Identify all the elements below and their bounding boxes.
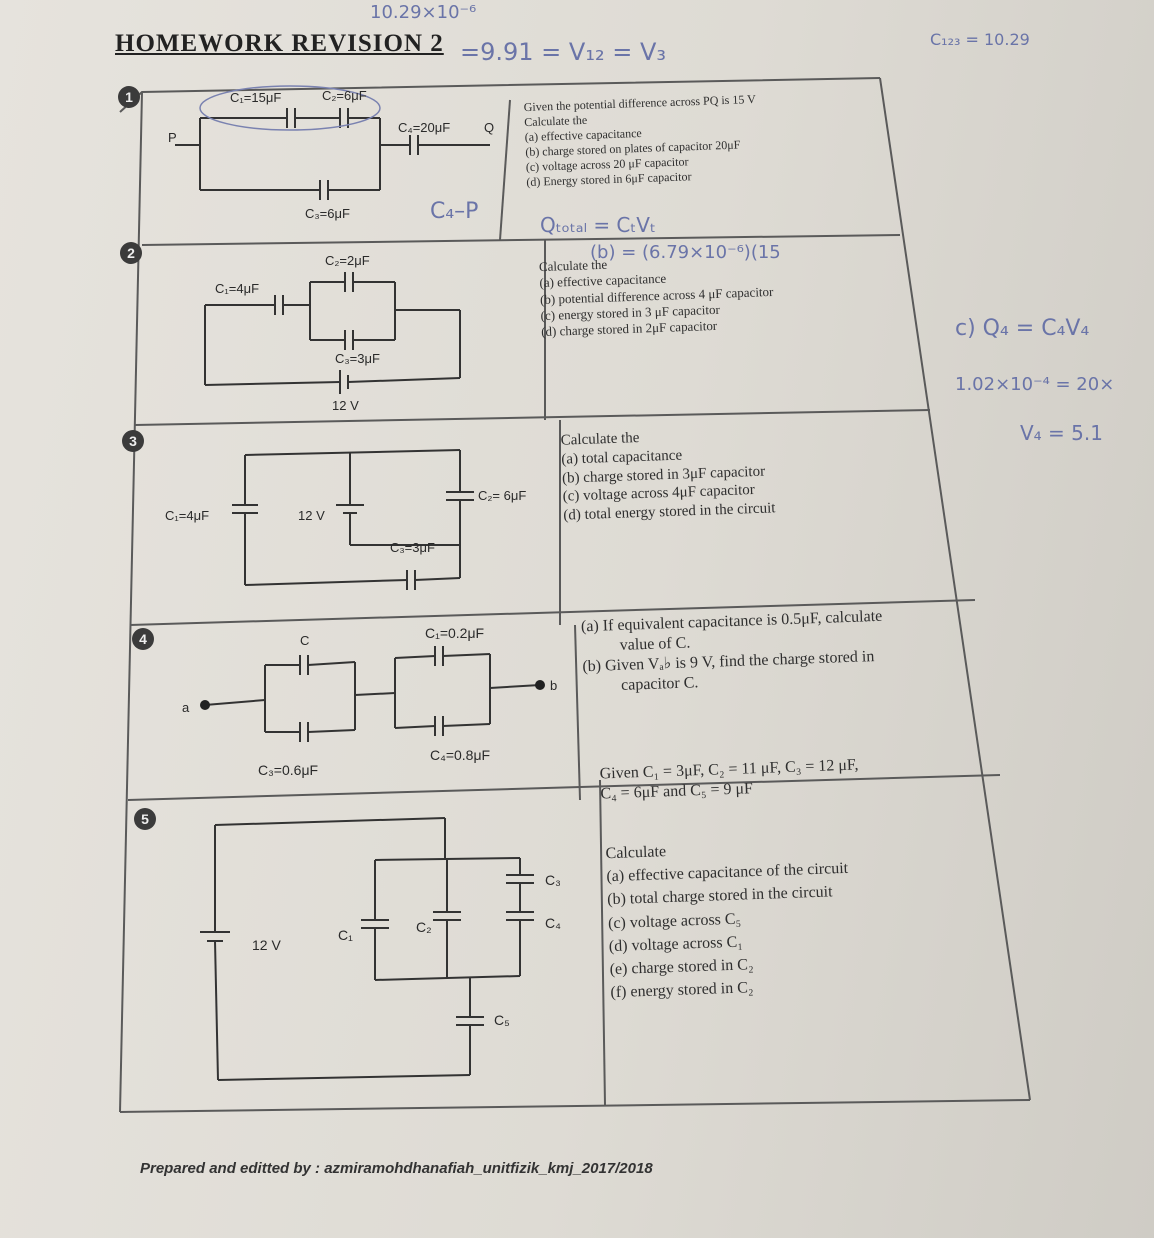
footer-credit: Prepared and editted by : azmiramohdhana… — [140, 1160, 653, 1177]
q3-text: Calculate the (a) total capacitance (b) … — [560, 424, 775, 525]
q3-label-c1: C₁=4μF — [165, 508, 209, 523]
q1-label-c4: C₄=20μF — [398, 120, 450, 135]
q2-label-v: 12 V — [332, 398, 359, 413]
q1-circuit — [175, 85, 490, 200]
question-number: 1 — [118, 86, 140, 108]
q1-label-c1: C₁=15μF — [230, 90, 281, 105]
question-number: 4 — [132, 628, 154, 650]
q3-label-c2: C₂= 6μF — [478, 488, 526, 503]
row-divider — [129, 599, 976, 626]
q2-label-c2: C₂=2μF — [325, 253, 370, 268]
question-number: 2 — [120, 242, 142, 264]
q4-label-c: C — [300, 633, 309, 648]
q5-label-c3: C₃ — [545, 872, 561, 888]
handwritten-note: (b) = (6.79×10⁻⁶)(15 — [590, 242, 781, 263]
q2-label-c3: C₃=3μF — [335, 351, 380, 366]
q3-circuit — [232, 449, 474, 590]
row-divider — [141, 234, 901, 246]
handwritten-note: C₄–P — [430, 199, 478, 224]
q2-text: Calculate the (a) effective capacitance … — [539, 251, 775, 340]
question-number: 3 — [122, 430, 144, 452]
q3-label-v: 12 V — [298, 508, 325, 523]
q4-label-c3: C₃=0.6μF — [258, 762, 318, 778]
q4-text: (a) If equivalent capacitance is 0.5μF, … — [581, 607, 885, 697]
handwritten-note: c) Q₄ = C₄V₄ — [955, 316, 1089, 341]
handwritten-note: Qₜₒₜₐₗ = CₜVₜ — [540, 213, 656, 237]
handwritten-note: 1.02×10⁻⁴ = 20× — [955, 374, 1114, 395]
q3-label-c3: C₃=3μF — [390, 540, 435, 555]
handwritten-note: =9.91 = V₁₂ = V₃ — [460, 38, 666, 66]
row-divider — [134, 409, 931, 426]
q4-label-b: b — [550, 678, 557, 693]
q1-label-p: P — [168, 130, 177, 145]
q4-label-c4: C₄=0.8μF — [430, 747, 490, 763]
q4-label-a: a — [182, 700, 190, 715]
handwritten-note: 10.29×10⁻⁶ — [370, 2, 476, 23]
question-number: 5 — [134, 808, 156, 830]
q1-label-q: Q — [484, 120, 494, 135]
q1-label-c2: C₂=6μF — [322, 88, 367, 103]
q4-circuit — [204, 646, 541, 742]
q5-label-c2: C₂ — [416, 919, 432, 935]
q1-label-c3: C₃=6μF — [305, 206, 350, 221]
q4-label-c1: C₁=0.2μF — [425, 625, 484, 641]
row-divider — [127, 774, 1001, 801]
q5-text: Calculate (a) effective capacitance of t… — [605, 834, 852, 1005]
q2-label-c1: C₁=4μF — [215, 281, 259, 296]
handwritten-note: C₁₂₃ = 10.29 — [930, 30, 1030, 49]
q5-label-c1: C₁ — [338, 927, 353, 943]
q5-label-c4: C₄ — [545, 915, 561, 931]
handwritten-note: V₄ = 5.1 — [1020, 421, 1103, 445]
q5-label-c5: C₅ — [494, 1012, 510, 1028]
q5-label-v: 12 V — [252, 937, 281, 953]
q1-text: Given the potential difference across PQ… — [524, 92, 759, 190]
page-title: HOMEWORK REVISION 2 — [115, 30, 444, 57]
q2-circuit — [204, 272, 461, 394]
q5-circuit — [200, 817, 534, 1081]
